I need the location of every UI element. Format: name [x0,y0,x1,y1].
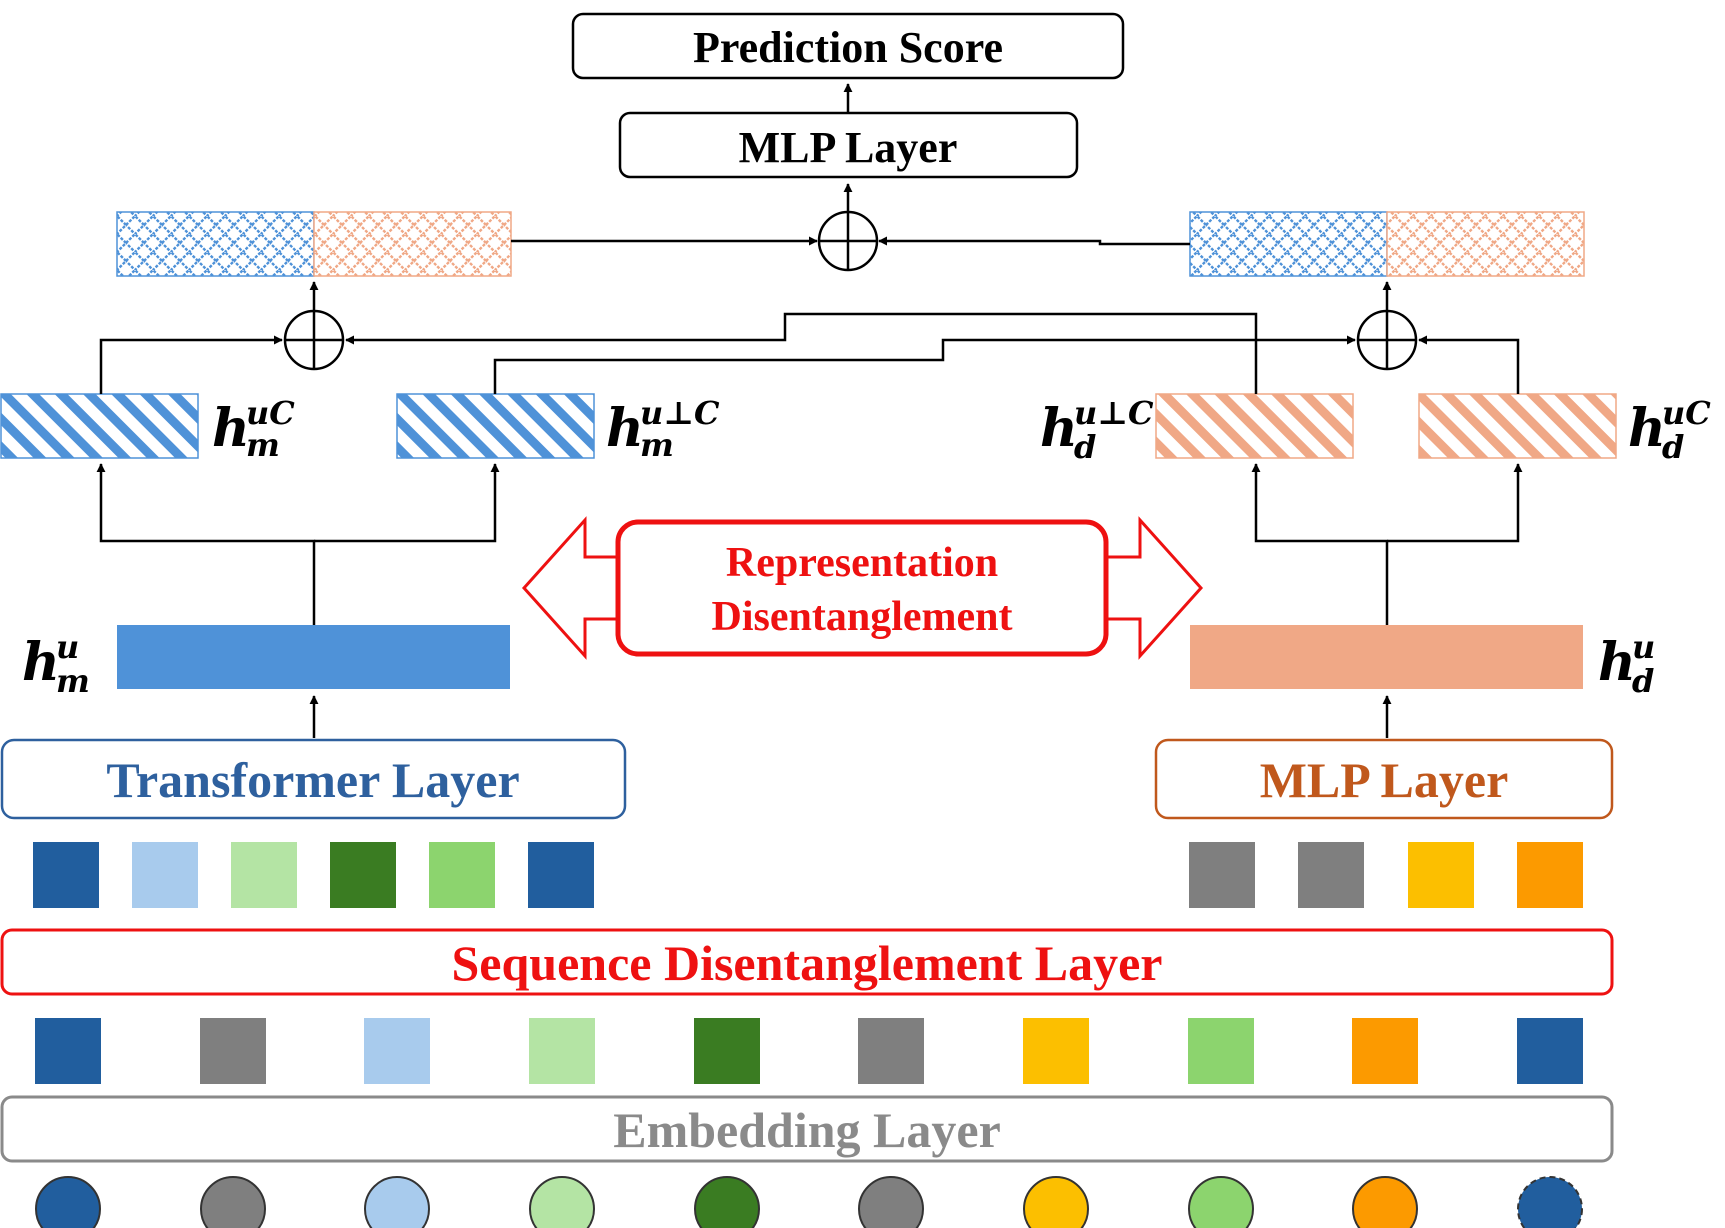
top-mlp-label: MLP Layer [739,123,958,172]
left-token-square [429,842,495,908]
sequence-token-square [1517,1018,1583,1084]
representation-disentanglement: Representation Disentanglement [521,516,1204,660]
item-circle [35,1176,101,1228]
label-h-d-uC: h uC d [1628,394,1711,466]
full-sequence [35,1018,1583,1084]
right-token-square [1298,842,1364,908]
right-subsequence [1189,842,1583,908]
item-circles [35,1176,1583,1228]
item-circle [1188,1176,1254,1228]
sequence-token-square [364,1018,430,1084]
item-circle [1517,1176,1583,1228]
label-h-m-uperpC: h u⊥C m [606,394,720,464]
h-d-uC-block [1418,393,1617,459]
label-h-m-u: h u m [22,628,90,700]
sequence-token-square [200,1018,266,1084]
arrow-hmu-to-hmuC [96,463,316,625]
sequence-disentanglement-label: Sequence Disentanglement Layer [451,935,1162,991]
item-circle [858,1176,924,1228]
label-h-m-uC: h uC m [212,394,295,464]
representation-line1: Representation [726,540,998,586]
arrow-hdu-to-hduperpC [1251,463,1389,625]
svg-text:uC: uC [246,394,295,432]
right-mlp-layer-label: MLP Layer [1260,752,1509,808]
svg-text:h: h [212,398,250,459]
item-circle [364,1176,430,1228]
h-m-uperpC-block [396,393,595,459]
svg-text:u⊥C: u⊥C [1074,394,1154,432]
arrow-hduperpC-to-left-concat [345,312,1258,394]
h-m-u-bar [117,625,510,689]
sequence-token-square [694,1018,760,1084]
transformer-layer-label: Transformer Layer [106,752,519,808]
top-mlp-box: MLP Layer [618,111,1079,179]
h-d-u-bar [1190,625,1583,689]
item-circle [1352,1176,1418,1228]
transformer-layer-box: Transformer Layer [0,738,627,820]
svg-text:u: u [56,628,79,666]
arrow-hmuperpC-to-right-concat [493,335,1356,394]
representation-line2: Disentanglement [712,594,1013,640]
left-subsequence [33,842,594,908]
svg-text:h: h [22,632,60,693]
svg-text:h: h [606,398,644,459]
item-circle [529,1176,595,1228]
svg-text:h: h [1598,632,1636,693]
hollow-arrow-right-icon [1104,516,1204,660]
arrow-hmu-to-hmuperpC [314,463,500,543]
svg-text:uC: uC [1662,394,1711,432]
combined-representation-left [116,211,512,277]
arrow-hmuC-to-concat [99,335,283,394]
left-token-square [528,842,594,908]
concat-top-icon [817,210,879,272]
sequence-token-square [1023,1018,1089,1084]
arrow-hduC-to-concat [1418,335,1520,394]
sequence-token-square [529,1018,595,1084]
svg-text:m: m [246,426,280,464]
sequence-token-square [35,1018,101,1084]
right-mlp-layer-box: MLP Layer [1154,738,1614,820]
item-circle [1023,1176,1089,1228]
right-token-square [1189,842,1255,908]
label-h-d-uperpC: h u⊥C d [1040,394,1154,466]
svg-text:h: h [1628,398,1666,459]
embedding-layer-box: Embedding Layer [0,1095,1614,1163]
svg-text:m: m [640,426,674,464]
arrow-right-to-concat [878,236,1190,246]
item-circle [694,1176,760,1228]
right-token-square [1408,842,1474,908]
sequence-token-square [858,1018,924,1084]
arrow-hdu-to-hduC [1387,463,1523,543]
sequence-token-square [1352,1018,1418,1084]
concat-right-icon [1356,309,1418,371]
embedding-layer-label: Embedding Layer [613,1102,1001,1158]
left-token-square [330,842,396,908]
svg-text:m: m [56,662,90,700]
svg-text:d: d [1632,662,1654,700]
svg-text:u⊥C: u⊥C [640,394,720,432]
sequence-token-square [1188,1018,1254,1084]
right-token-square [1517,842,1583,908]
h-d-uperpC-block [1155,393,1354,459]
item-circle [200,1176,266,1228]
label-h-d-u: h u d [1598,628,1655,700]
left-token-square [33,842,99,908]
hollow-arrow-left-icon [521,516,620,660]
h-m-uC-block [0,393,199,459]
left-token-square [132,842,198,908]
concat-left-icon [283,309,345,371]
sequence-disentanglement-layer-box: Sequence Disentanglement Layer [0,928,1614,996]
left-token-square [231,842,297,908]
svg-text:d: d [1074,428,1096,466]
prediction-score-label: Prediction Score [693,23,1003,72]
svg-text:u: u [1632,628,1655,666]
prediction-score-box: Prediction Score [571,12,1125,80]
combined-representation-right [1189,211,1585,277]
svg-text:h: h [1040,398,1078,459]
svg-text:d: d [1662,428,1684,466]
